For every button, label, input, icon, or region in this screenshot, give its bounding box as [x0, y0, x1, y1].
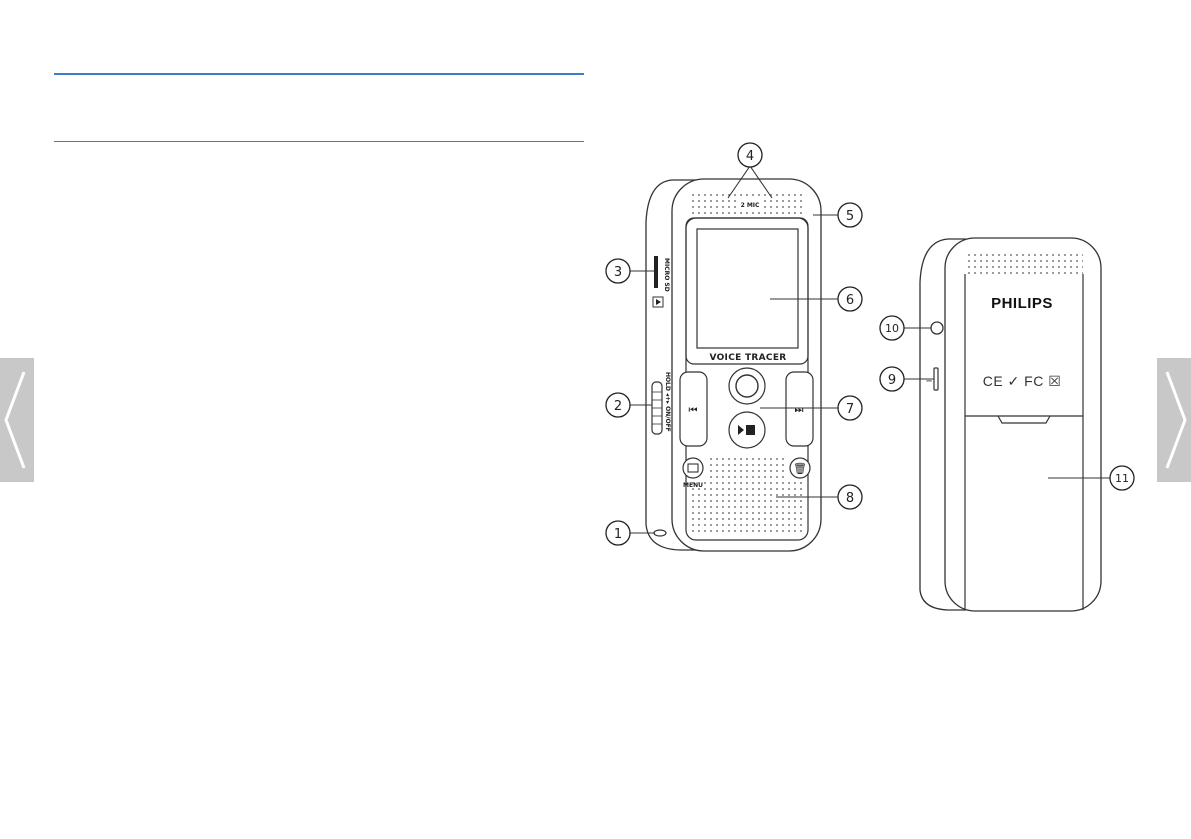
callout-number: 2: [614, 399, 622, 414]
callout-badge-11: 11: [1109, 465, 1135, 491]
forward-button[interactable]: [785, 371, 814, 447]
callout-badge-2: 2: [605, 392, 631, 418]
speaker-grille: [688, 478, 806, 536]
back-mic-grille: [965, 252, 1083, 274]
model-label: VOICE TRACER: [709, 353, 786, 363]
callout-number: 6: [846, 293, 854, 308]
forward-icon: ⏭: [795, 405, 804, 416]
callout-badge-9: 9: [879, 366, 905, 392]
header-rule-bottom: [54, 141, 584, 142]
header-rule-top: [54, 73, 584, 75]
rewind-button[interactable]: [679, 371, 708, 447]
menu-button[interactable]: [682, 457, 704, 479]
microsd-slot: [654, 256, 658, 288]
callout-number: 1: [614, 527, 622, 542]
callouts: [630, 165, 1110, 534]
callout-badge-10: 10: [879, 315, 905, 341]
microsd-label: MICRO SD: [663, 258, 670, 292]
record-button[interactable]: [728, 367, 766, 405]
callout-number: 4: [746, 149, 754, 164]
chevron-right-icon: [1157, 358, 1191, 482]
callout-number: 8: [846, 491, 854, 506]
front-device: 2 MIC VOICE TRACER ⏮ ⏭ MENU 🗑 MICRO SD: [645, 178, 822, 552]
next-page-button[interactable]: [1157, 358, 1191, 482]
callout-badge-3: 3: [605, 258, 631, 284]
brand-logo: PHILIPS: [991, 295, 1053, 312]
chevron-left-icon: [0, 358, 34, 482]
usb-icon: ⎓: [926, 377, 932, 385]
status-led: [653, 529, 667, 537]
display-screen: [696, 228, 799, 349]
usb-port: [933, 367, 939, 391]
callout-number: 9: [888, 373, 896, 388]
callout-badge-6: 6: [837, 286, 863, 312]
rewind-icon: ⏮: [689, 405, 698, 416]
back-device: PHILIPS CE ✓ FC ☒ ⎓: [919, 237, 1102, 612]
mic-label: 2 MIC: [741, 202, 760, 209]
headphone-jack: [930, 321, 944, 335]
callout-number: 7: [846, 402, 854, 417]
switch-label: HOLD ◂+▸ ON/OFF: [664, 372, 671, 432]
callout-badge-7: 7: [837, 395, 863, 421]
certification-marks: CE ✓ FC ☒: [983, 373, 1062, 389]
folder-icon: [687, 463, 699, 473]
callout-number: 10: [885, 322, 899, 335]
callout-badge-4: 4: [737, 142, 763, 168]
trash-icon: 🗑: [793, 462, 807, 475]
callout-badge-8: 8: [837, 484, 863, 510]
callout-number: 3: [614, 265, 622, 280]
callout-badge-1: 1: [605, 520, 631, 546]
callout-number: 11: [1115, 472, 1129, 485]
callout-number: 5: [846, 209, 854, 224]
previous-page-button[interactable]: [0, 358, 34, 482]
callout-badge-5: 5: [837, 202, 863, 228]
